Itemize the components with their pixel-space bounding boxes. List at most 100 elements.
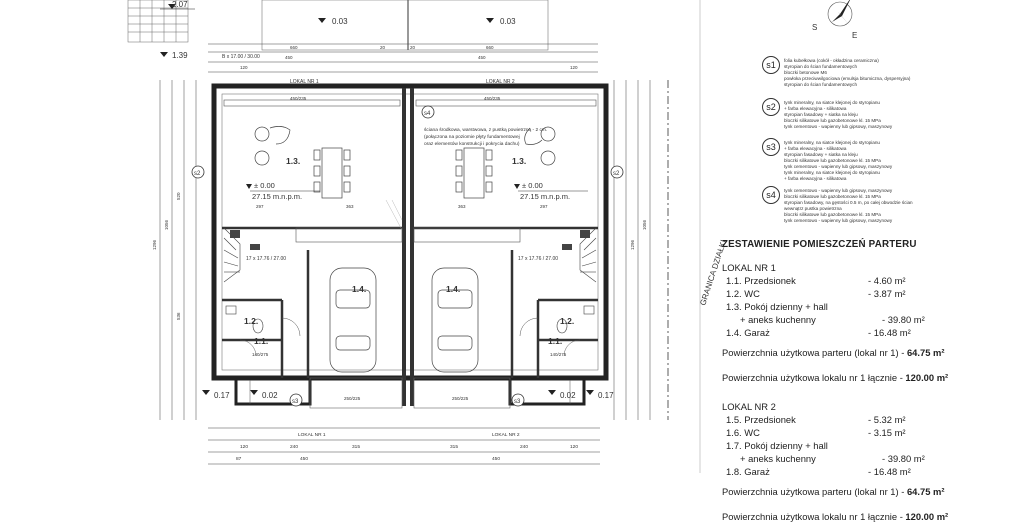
list-item: 1.6. WC- 3.15 m² <box>726 427 906 438</box>
svg-text:120: 120 <box>240 444 248 450</box>
svg-text:0.03: 0.03 <box>332 17 348 26</box>
partition-note: ściana środkowa, warstwowa, z pustką pow… <box>424 127 547 147</box>
svg-text:450/235: 450/235 <box>290 96 307 101</box>
svg-text:120: 120 <box>570 444 578 450</box>
svg-text:660: 660 <box>290 45 298 50</box>
list-item: 1.8. Garaż- 16.48 m² <box>726 466 911 477</box>
room-label: 1.2. <box>560 316 574 326</box>
svg-text:0.02: 0.02 <box>560 391 576 400</box>
svg-text:120: 120 <box>570 65 578 70</box>
svg-text:140/275: 140/275 <box>252 352 269 357</box>
legend-tag: s2 <box>762 98 780 116</box>
svg-text:87: 87 <box>236 456 242 462</box>
svg-text:0.17: 0.17 <box>598 391 614 400</box>
svg-text:ściana środkowa, warstwowa, z: ściana środkowa, warstwowa, z pustką pow… <box>424 127 547 133</box>
room-label: 1.3. <box>286 156 300 166</box>
dining-table-left <box>313 147 351 199</box>
svg-text:315: 315 <box>352 444 360 450</box>
stairs-note: 17 x 17.76 / 27.00 <box>246 256 286 262</box>
party-wall <box>402 88 414 406</box>
lokal-label-1: LOKAL NR 1 <box>290 79 319 85</box>
svg-text:S: S <box>812 23 817 32</box>
floor-plan-drawing: 660 20 20 660 450 450 120 120 LOKAL NR 1 LOKA… <box>127 0 858 473</box>
svg-text:520: 520 <box>176 192 181 200</box>
svg-text:0.02: 0.02 <box>262 391 278 400</box>
svg-text:450: 450 <box>478 55 486 60</box>
svg-text:536: 536 <box>176 312 181 320</box>
car-left <box>329 267 377 373</box>
svg-text:450: 450 <box>300 456 308 462</box>
compass-icon: S E <box>812 0 857 40</box>
svg-text:297: 297 <box>540 204 548 209</box>
total-area-summary: Powierzchnia użytkowa lokalu nr 1 łączni… <box>722 372 949 383</box>
spot-level-left: ± 0.00 27.15 m.n.p.m. <box>246 181 320 201</box>
floor-area-summary: Powierzchnia użytkowa parteru (lokal nr … <box>722 486 945 497</box>
svg-text:1296: 1296 <box>630 239 635 250</box>
svg-text:20: 20 <box>380 45 386 50</box>
svg-text:0.03: 0.03 <box>500 17 516 26</box>
room-label: 1.2. <box>244 316 258 326</box>
stairs-note: 17 x 17.76 / 27.00 <box>518 256 558 262</box>
svg-text:1056: 1056 <box>164 219 169 230</box>
legend-tag: s1 <box>762 56 780 74</box>
svg-text:363: 363 <box>458 204 466 209</box>
svg-text:27.15 m.n.p.m.: 27.15 m.n.p.m. <box>520 192 570 201</box>
car-right <box>431 267 479 373</box>
lokal2-title: LOKAL NR 2 <box>722 401 776 412</box>
lokal-label-2: LOKAL NR 2 <box>486 79 515 85</box>
room-label: 1.3. <box>512 156 526 166</box>
list-item: 1.2. WC- 3.87 m² <box>726 288 906 299</box>
room-label: 1.4. <box>352 284 366 294</box>
svg-text:s2: s2 <box>613 171 620 177</box>
svg-text:140/275: 140/275 <box>550 352 567 357</box>
list-item: + aneks kuchenny- 39.80 m² <box>740 453 925 464</box>
svg-text:2.07: 2.07 <box>172 0 188 9</box>
list-item: 1.7. Pokój dzienny + hall <box>726 440 828 451</box>
svg-text:LOKAL NR 2: LOKAL NR 2 <box>492 432 520 438</box>
stairs-left <box>223 227 241 283</box>
list-item: 1.1. Przedsionek- 4.60 m² <box>726 275 906 286</box>
room-label: 1.1. <box>548 336 562 346</box>
svg-text:27.15 m.n.p.m.: 27.15 m.n.p.m. <box>252 192 302 201</box>
svg-text:s4: s4 <box>424 111 431 117</box>
lokal1-title: LOKAL NR 1 <box>722 262 776 273</box>
level-marker-top: 2.07 1.39 0.03 0.03 B x 17.00 / 30.00 <box>160 0 516 60</box>
svg-text:LOKAL NR 1: LOKAL NR 1 <box>298 432 326 438</box>
svg-text:250/225: 250/225 <box>344 396 361 401</box>
list-item: 1.4. Garaż- 16.48 m² <box>726 327 911 338</box>
svg-text:s2: s2 <box>194 171 201 177</box>
svg-text:660: 660 <box>486 45 494 50</box>
section-tag-s2: s2 s2 <box>191 165 624 179</box>
dining-table-right <box>455 147 493 199</box>
terrace-outline <box>261 0 549 51</box>
room-summary-panel: ZESTAWIENIE POMIESZCZEŃ PARTERU LOKAL NR… <box>722 238 1022 523</box>
svg-text:1.39: 1.39 <box>172 51 188 60</box>
svg-text:± 0.00: ± 0.00 <box>254 181 275 190</box>
list-item: 1.3. Pokój dzienny + hall <box>726 301 828 312</box>
svg-text:240: 240 <box>520 444 528 450</box>
room-label: 1.1. <box>254 336 268 346</box>
summary-heading: ZESTAWIENIE POMIESZCZEŃ PARTERU <box>722 239 917 250</box>
legend-tag: s3 <box>762 138 780 156</box>
svg-text:450: 450 <box>285 55 293 60</box>
floor-area-summary: Powierzchnia użytkowa parteru (lokal nr … <box>722 347 945 358</box>
section-tag-s1: s4 <box>421 105 435 119</box>
svg-text:(połączona na poziomie płyty f: (połączona na poziomie płyty fundamentow… <box>424 134 520 140</box>
list-item: + aneks kuchenny- 39.80 m² <box>740 314 925 325</box>
spot-level-right: ± 0.00 27.15 m.n.p.m. <box>514 181 588 201</box>
svg-text:E: E <box>852 31 857 40</box>
svg-text:315: 315 <box>450 444 458 450</box>
svg-text:450/235: 450/235 <box>484 96 501 101</box>
svg-text:s3: s3 <box>292 399 299 405</box>
svg-text:363: 363 <box>346 204 354 209</box>
total-area-summary: Powierzchnia użytkowa lokalu nr 1 łączni… <box>722 511 949 522</box>
svg-text:120: 120 <box>240 65 248 70</box>
section-tag-s3: s3 s3 <box>289 393 525 407</box>
stairs-right <box>579 227 597 283</box>
svg-text:20: 20 <box>410 45 416 50</box>
svg-text:s3: s3 <box>514 399 521 405</box>
svg-text:450: 450 <box>492 456 500 462</box>
svg-text:0.17: 0.17 <box>214 391 230 400</box>
terrace-hatch <box>127 0 189 43</box>
svg-text:240: 240 <box>290 444 298 450</box>
